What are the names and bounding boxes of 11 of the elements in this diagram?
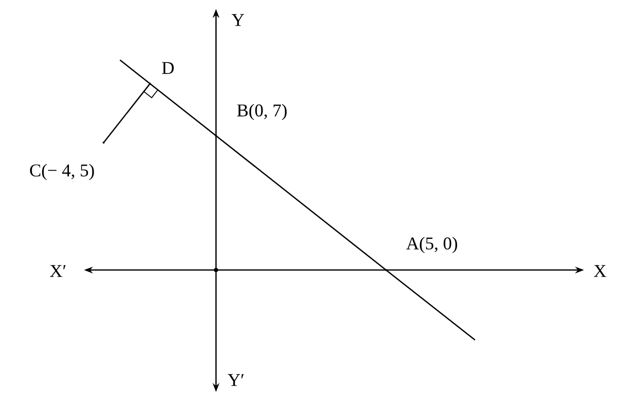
point-label: B(0, 7) — [237, 104, 287, 120]
axis-label: Y — [232, 14, 244, 26]
line-segment — [103, 83, 151, 143]
point — [102, 142, 105, 144]
point-label: A(5, 0) — [406, 236, 458, 254]
point-label: C(− 4, 5) — [30, 164, 94, 180]
axis-label: X′ — [50, 265, 66, 277]
axis-label: Y′ — [228, 374, 244, 386]
axis-label: X — [594, 265, 606, 277]
line-segment — [216, 135, 386, 271]
point-label: D — [162, 62, 174, 74]
